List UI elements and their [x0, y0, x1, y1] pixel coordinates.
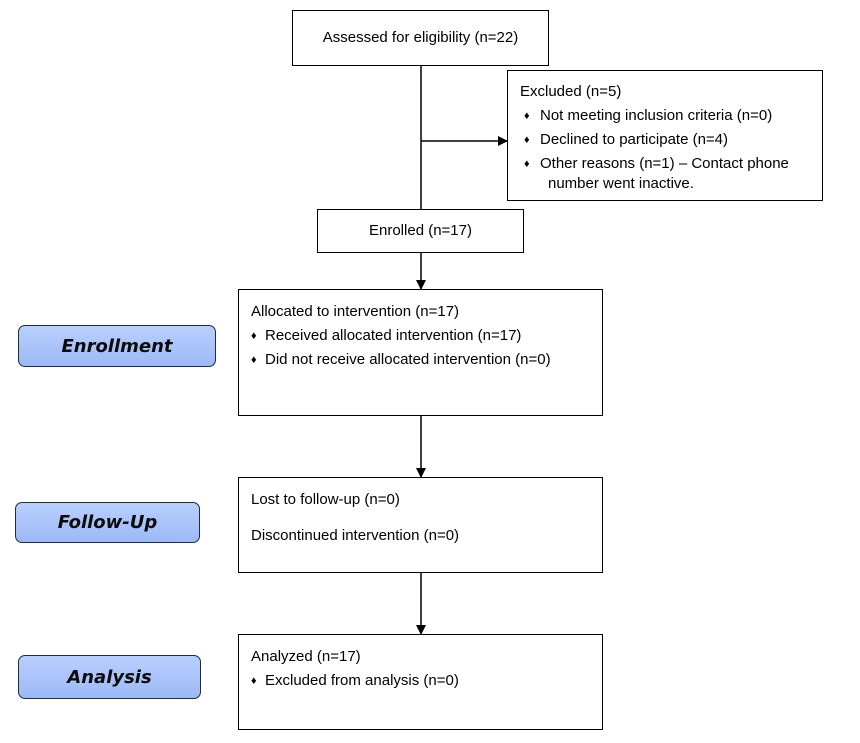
assessed-label: Assessed for eligibility (n=22) [322, 29, 519, 46]
stage-analysis: Analysis [18, 655, 201, 699]
enrolled-box: Enrolled (n=17) [317, 209, 524, 253]
analysis-title: Analyzed (n=17) [251, 648, 361, 665]
followup-box: Lost to follow-up (n=0) Discontinued int… [238, 477, 603, 573]
excluded-item: ♦ Not meeting inclusion criteria (n=0) [520, 106, 810, 126]
bullet-icon: ♦ [251, 354, 257, 366]
bullet-icon: ♦ [251, 330, 257, 342]
stage-followup: Follow-Up [15, 502, 200, 543]
stage-analysis-label: Analysis [67, 666, 152, 688]
followup-discontinued-label: Discontinued intervention (n=0) [251, 527, 460, 544]
analysis-item-label: Excluded from analysis (n=0) [265, 672, 459, 689]
allocation-item: ♦ Received allocated intervention (n=17) [251, 326, 590, 346]
bullet-icon: ♦ [524, 158, 530, 170]
analysis-box: Analyzed (n=17) ♦ Excluded from analysis… [238, 634, 603, 730]
excluded-item-label: Other reasons (n=1) – Contact phone [540, 155, 789, 172]
excluded-box: Excluded (n=5) ♦ Not meeting inclusion c… [507, 70, 823, 201]
bullet-icon: ♦ [251, 675, 257, 687]
bullet-icon: ♦ [524, 134, 530, 146]
excluded-item-label: Declined to participate (n=4) [540, 131, 729, 148]
allocation-item-label: Did not receive allocated intervention (… [265, 351, 551, 368]
bullet-icon: ♦ [524, 110, 530, 122]
stage-followup-label: Follow-Up [57, 512, 158, 533]
allocation-title: Allocated to intervention (n=17) [251, 303, 460, 320]
analysis-item: ♦ Excluded from analysis (n=0) [251, 671, 590, 691]
excluded-item: ♦ Other reasons (n=1) – Contact phone [520, 154, 810, 174]
stage-enrollment-label: Enrollment [61, 335, 173, 357]
excluded-item-continuation: number went inactive. [548, 175, 694, 192]
assessed-box: Assessed for eligibility (n=22) [292, 10, 549, 66]
enrolled-label: Enrolled (n=17) [369, 222, 472, 239]
excluded-item: ♦ Declined to participate (n=4) [520, 130, 810, 150]
followup-lost-label: Lost to follow-up (n=0) [251, 491, 400, 508]
stage-enrollment: Enrollment [18, 325, 216, 367]
excluded-item-label: Not meeting inclusion criteria (n=0) [540, 107, 773, 124]
allocation-box: Allocated to intervention (n=17) ♦ Recei… [238, 289, 603, 416]
allocation-item: ♦ Did not receive allocated intervention… [251, 350, 590, 370]
allocation-item-label: Received allocated intervention (n=17) [265, 327, 522, 344]
excluded-title: Excluded (n=5) [520, 83, 622, 100]
